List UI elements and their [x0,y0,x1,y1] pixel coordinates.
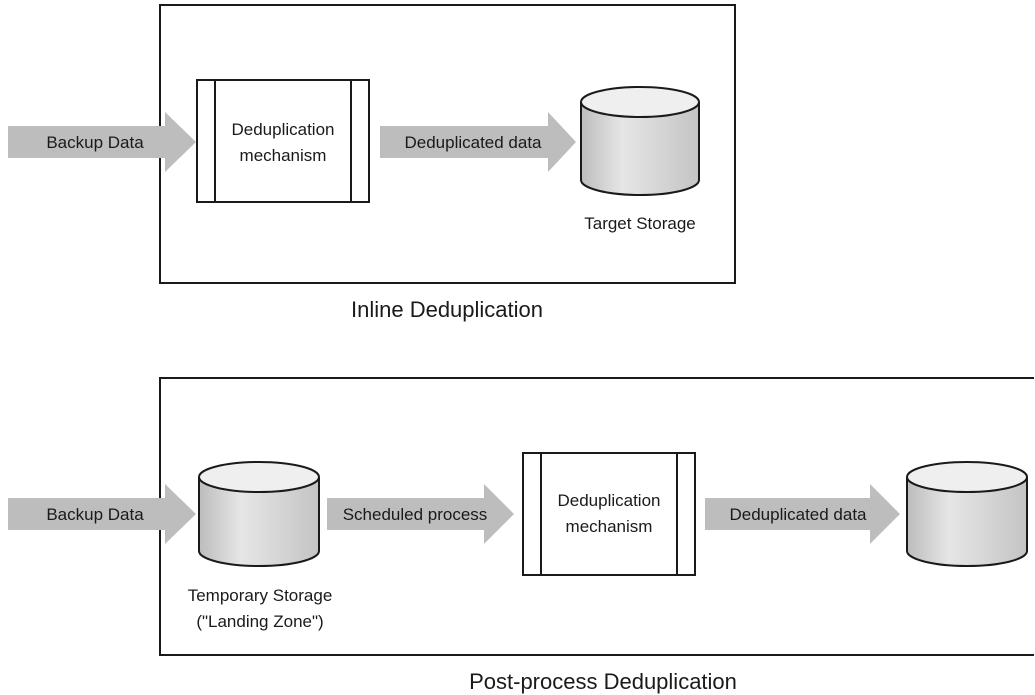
cylinder-body [580,102,700,196]
mechanism-label-line1: Deduplication [557,491,660,510]
mechanism-label-line1: Deduplication [231,120,334,139]
arrow-shape [380,112,576,172]
inline-deduplication-mechanism-box: Deduplication mechanism [196,79,370,203]
post-process-section: Backup Data Temporary Storage ("Landing … [8,377,1034,694]
arrow-label: Deduplicated data [404,133,542,152]
cylinder-top [198,461,320,493]
temporary-storage-label-line1: Temporary Storage [188,586,333,605]
arrow-label: Scheduled process [343,505,488,524]
cylinder-top [580,86,700,118]
mechanism-rect [522,452,696,576]
inline-title: Inline Deduplication [351,297,543,322]
inline-deduplicated-data-arrow: Deduplicated data [380,112,576,172]
temporary-storage-label-line2: ("Landing Zone") [196,612,323,631]
arrow-shape [327,484,514,544]
target-storage-cylinder [580,86,700,196]
inline-backup-data-arrow: Backup Data [8,112,196,172]
arrow-shape [705,484,900,544]
mechanism-rect [196,79,370,203]
arrow-label: Backup Data [46,505,144,524]
inline-section: Backup Data Deduplication mechanism Dedu… [8,4,736,322]
cylinder-body [198,477,320,567]
post-backup-data-arrow: Backup Data [8,484,196,544]
target-storage-label: Target Storage [584,214,696,233]
temporary-storage-cylinder [198,461,320,567]
post-deduplication-mechanism-box: Deduplication mechanism [522,452,696,576]
arrow-label: Deduplicated data [729,505,867,524]
scheduled-process-arrow: Scheduled process [327,484,514,544]
post-target-storage-cylinder [906,461,1028,567]
mechanism-label-line2: mechanism [566,517,653,536]
post-process-title: Post-process Deduplication [469,669,737,694]
arrow-label: Backup Data [46,133,144,152]
cylinder-top [906,461,1028,493]
arrow-shape [8,112,196,172]
post-deduplicated-data-arrow: Deduplicated data [705,484,900,544]
arrow-shape [8,484,196,544]
mechanism-label-line2: mechanism [240,146,327,165]
cylinder-body [906,477,1028,567]
